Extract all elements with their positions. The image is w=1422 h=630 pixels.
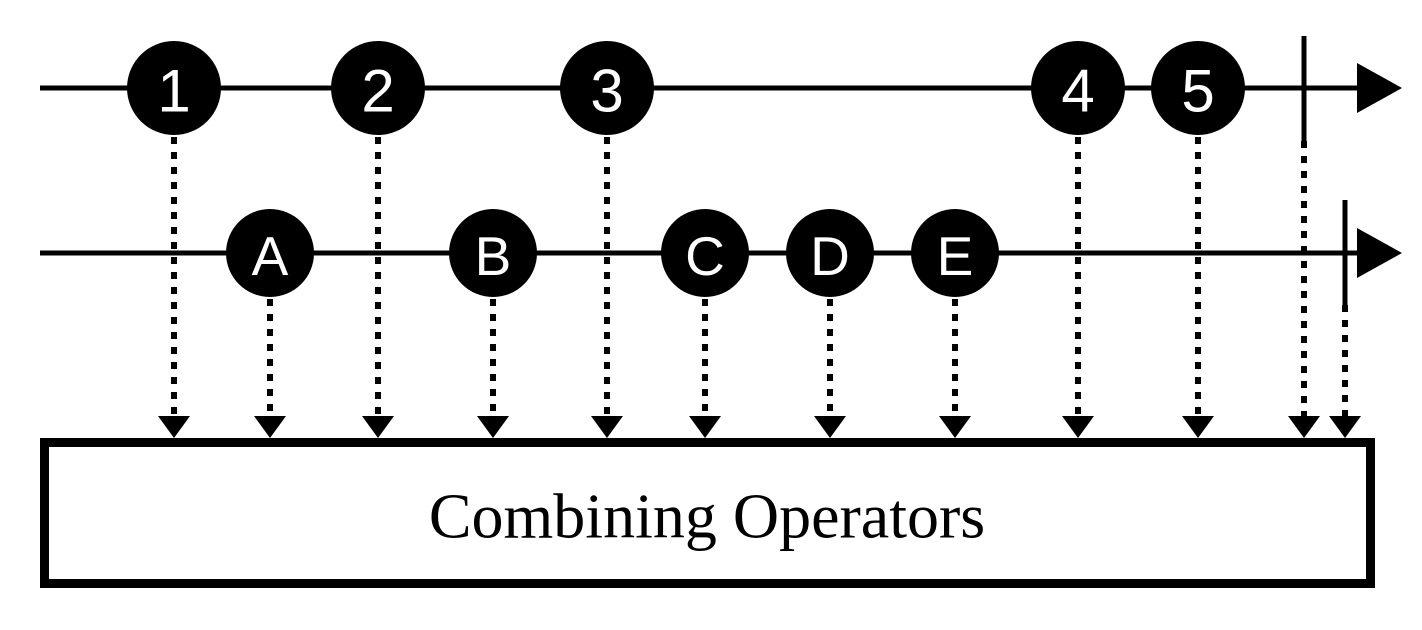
marble-label: 3 <box>590 58 623 125</box>
dropline-from-a <box>254 299 286 438</box>
dropline-arrow-icon <box>1329 416 1361 438</box>
marble-circle[interactable] <box>1151 41 1245 135</box>
dropline-from-3 <box>591 137 623 438</box>
dropline-arrow-icon <box>1288 416 1320 438</box>
dropline-from-e <box>939 299 971 438</box>
marble-letters-d[interactable]: D <box>786 209 874 297</box>
marble-label: B <box>475 225 512 287</box>
dropline-arrow-icon <box>362 416 394 438</box>
dropline-from-d <box>814 299 846 438</box>
dropline-arrow-icon <box>1062 416 1094 438</box>
marble-numbers-4[interactable]: 4 <box>1031 41 1125 135</box>
marble-label: 2 <box>361 58 394 125</box>
stream-letters: A B C D E <box>40 200 1402 305</box>
marble-numbers-5[interactable]: 5 <box>1151 41 1245 135</box>
marble-circle[interactable] <box>911 209 999 297</box>
marble-circle[interactable] <box>786 209 874 297</box>
marble-label: D <box>810 225 850 287</box>
dropline-arrow-icon <box>939 416 971 438</box>
dropline-arrow-icon <box>689 416 721 438</box>
marble-circle[interactable] <box>226 209 314 297</box>
stream-numbers: 1 2 3 4 5 <box>40 36 1402 141</box>
dropline-arrow-icon <box>158 416 190 438</box>
marble-circle[interactable] <box>331 41 425 135</box>
dropline-from-complete-numbers <box>1288 141 1320 438</box>
marble-label: E <box>937 225 974 287</box>
marble-circle[interactable] <box>127 41 221 135</box>
marble-label: 1 <box>157 58 190 125</box>
marble-circle[interactable] <box>449 209 537 297</box>
operator-box[interactable]: Combining Operators <box>40 438 1375 588</box>
marble-letters-c[interactable]: C <box>661 209 749 297</box>
marble-circle[interactable] <box>1031 41 1125 135</box>
dropline-from-complete-letters <box>1329 305 1361 438</box>
dropline-from-2 <box>362 137 394 438</box>
marble-letters-e[interactable]: E <box>911 209 999 297</box>
dropline-arrow-icon <box>477 416 509 438</box>
dropline-from-c <box>689 299 721 438</box>
marble-letters-b[interactable]: B <box>449 209 537 297</box>
marble-label: 5 <box>1181 58 1214 125</box>
marble-numbers-2[interactable]: 2 <box>331 41 425 135</box>
dropline-from-5 <box>1182 137 1214 438</box>
dropline-from-1 <box>158 137 190 438</box>
marble-circle[interactable] <box>661 209 749 297</box>
dropline-arrow-icon <box>254 416 286 438</box>
operator-box-label: Combining Operators <box>429 481 985 552</box>
dropline-from-b <box>477 299 509 438</box>
marble-numbers-1[interactable]: 1 <box>127 41 221 135</box>
dropline-arrow-icon <box>1182 416 1214 438</box>
marble-letters-a[interactable]: A <box>226 209 314 297</box>
dropline-arrow-icon <box>591 416 623 438</box>
operator-box-rect[interactable] <box>40 438 1375 588</box>
marble-label: A <box>252 225 289 287</box>
marble-label: 4 <box>1061 58 1094 125</box>
marble-circle[interactable] <box>560 41 654 135</box>
dropline-from-4 <box>1062 137 1094 438</box>
marble-numbers-3[interactable]: 3 <box>560 41 654 135</box>
droplines-group <box>158 137 1361 438</box>
marble-label: C <box>685 225 725 287</box>
dropline-arrow-icon <box>814 416 846 438</box>
